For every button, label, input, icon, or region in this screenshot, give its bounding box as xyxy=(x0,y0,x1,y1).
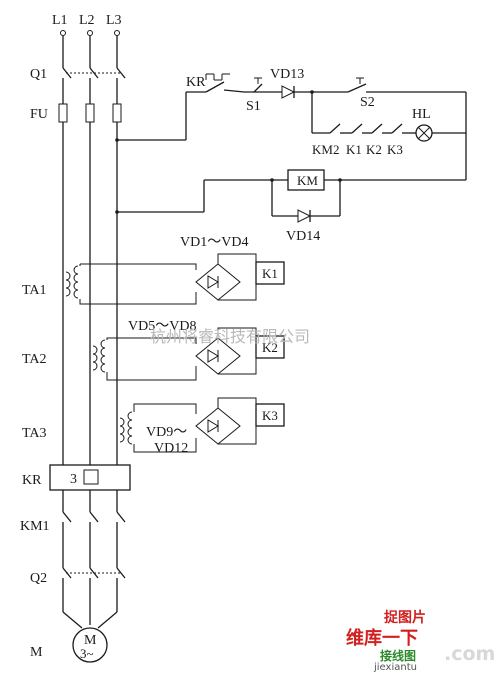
label-ta3: TA3 xyxy=(22,426,47,441)
control-circuit xyxy=(115,73,467,223)
label-s2: S2 xyxy=(360,95,375,110)
label-kr-relay: KR xyxy=(22,473,42,488)
label-km2-contact: KM2 xyxy=(312,142,339,157)
label-vd12: VD12 xyxy=(154,441,188,456)
ta2-sensor-circuit xyxy=(92,327,285,381)
label-ta1: TA1 xyxy=(22,283,47,298)
label-l3: L3 xyxy=(106,13,122,28)
motor-symbol xyxy=(72,627,108,663)
phase-lines xyxy=(58,30,126,629)
label-vd1-vd4: VD1～VD4 xyxy=(180,235,248,250)
label-km-coil: KM xyxy=(297,173,318,188)
label-k1-contact: K1 xyxy=(346,142,362,157)
label-kr-contact: KR xyxy=(186,75,206,90)
label-l2: L2 xyxy=(79,13,95,28)
watermark-site-url: jiexiantu xyxy=(373,662,417,673)
label-ta2: TA2 xyxy=(22,352,47,367)
label-vd5-vd8: VD5～VD8 xyxy=(128,319,196,334)
ta1-sensor-circuit xyxy=(65,253,285,305)
label-motor-phase: 3~ xyxy=(80,646,94,661)
label-m: M xyxy=(30,645,43,660)
label-k2-contact: K2 xyxy=(366,142,382,157)
label-k3-relay: K3 xyxy=(262,408,278,423)
ta3-sensor-circuit xyxy=(119,397,285,453)
label-k3-contact: K3 xyxy=(387,142,403,157)
watermark-site-cn: 维库一下 xyxy=(346,627,418,649)
label-vd14: VD14 xyxy=(286,229,320,244)
label-q1: Q1 xyxy=(30,67,47,82)
watermark-site-com: .com xyxy=(444,643,495,665)
label-motor-m: M xyxy=(84,633,97,648)
kr-thermal-relay-block xyxy=(49,464,131,491)
label-l1: L1 xyxy=(52,13,68,28)
watermark-site-top: 捉图片 xyxy=(384,609,426,626)
label-q2: Q2 xyxy=(30,571,47,586)
label-km1: KM1 xyxy=(20,519,50,534)
label-k2-relay: K2 xyxy=(262,340,278,355)
label-s1: S1 xyxy=(246,99,261,114)
label-k1-relay: K1 xyxy=(262,266,278,281)
watermark-company: 杭州将睿科技有限公司 xyxy=(150,327,310,346)
watermark-site-sub: 接线图 xyxy=(380,648,416,663)
label-vd9: VD9～ xyxy=(146,425,187,440)
label-vd13: VD13 xyxy=(270,67,304,82)
label-kr-box-number: 3 xyxy=(70,472,77,487)
label-fu: FU xyxy=(30,107,48,122)
label-hl: HL xyxy=(412,107,431,122)
